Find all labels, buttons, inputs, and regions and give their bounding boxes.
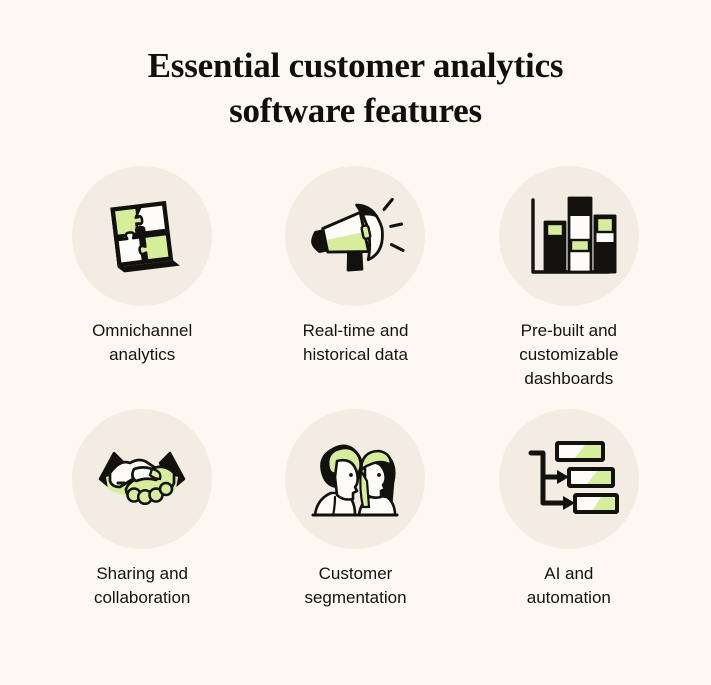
two-people-profile-icon xyxy=(311,444,399,517)
feature-item-omnichannel-analytics: Omnichannel analytics xyxy=(36,165,249,391)
feature-icon-badge xyxy=(498,165,639,306)
feature-item-customer-segmentation: Customer segmentation xyxy=(249,401,462,610)
feature-item-realtime-historical-data: Real-time and historical data xyxy=(249,165,462,391)
feature-label: Sharing and collaboration xyxy=(94,562,190,610)
feature-icon-badge xyxy=(498,408,639,549)
feature-label: Customer segmentation xyxy=(304,562,406,610)
feature-label: Omnichannel analytics xyxy=(92,319,192,367)
puzzle-icon xyxy=(110,200,181,273)
feature-label-line-2: historical data xyxy=(303,344,408,364)
feature-item-prebuilt-dashboards: Pre-built and customizable dashboards xyxy=(462,165,675,391)
feature-label-line-2: collaboration xyxy=(93,588,191,608)
feature-label: Pre-built and customizable dashboards xyxy=(519,319,618,391)
feature-icon-badge xyxy=(72,165,213,306)
feature-label-line-1: Sharing and xyxy=(96,563,188,583)
handshake-icon xyxy=(98,451,186,506)
feature-label-line-2: analytics xyxy=(109,344,176,364)
feature-label: Real-time and historical data xyxy=(303,319,409,367)
feature-label-line-1: Pre-built and xyxy=(520,320,617,340)
feature-label-line-1: Real-time and xyxy=(302,320,409,340)
feature-label-line-1: Omnichannel xyxy=(92,320,193,340)
page-title: Essential customer analytics software fe… xyxy=(148,44,564,134)
feature-label-line-3: dashboards xyxy=(524,368,614,388)
features-grid: Omnichannel analytics xyxy=(36,165,676,611)
feature-label-line-1: Customer xyxy=(318,563,393,583)
megaphone-icon xyxy=(311,197,406,272)
feature-label-line-2: customizable xyxy=(519,344,619,364)
feature-item-ai-automation: AI and automation xyxy=(462,401,675,610)
bar-chart-icon xyxy=(531,196,617,274)
feature-icon-badge xyxy=(285,165,426,306)
feature-label-line-2: automation xyxy=(526,588,611,608)
feature-label-line-1: AI and xyxy=(544,563,594,583)
page-title-line-1: Essential customer analytics xyxy=(147,46,564,85)
feature-icon-badge xyxy=(285,408,426,549)
feature-icon-badge xyxy=(72,408,213,549)
page-title-line-2: software features xyxy=(229,90,482,130)
feature-item-sharing-collaboration: Sharing and collaboration xyxy=(36,401,249,610)
feature-label-line-2: segmentation xyxy=(304,588,407,608)
workflow-automation-icon xyxy=(528,440,619,514)
feature-label: AI and automation xyxy=(527,562,611,610)
